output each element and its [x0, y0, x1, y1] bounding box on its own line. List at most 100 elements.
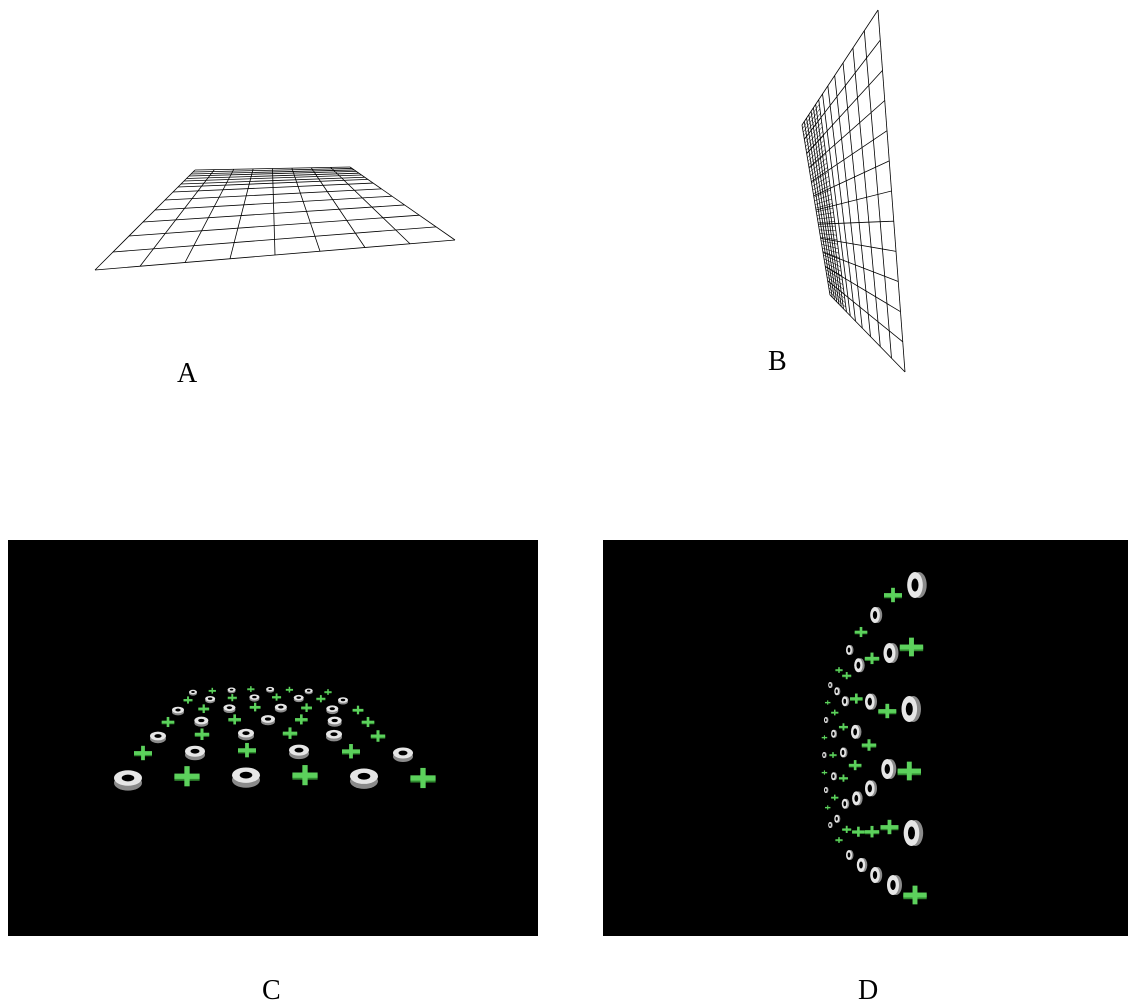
cross-object [324, 689, 331, 695]
ring-object [846, 645, 854, 655]
ring-object [887, 875, 902, 895]
ring-object [851, 725, 862, 739]
cross-object [250, 703, 261, 712]
ring-object [185, 746, 205, 761]
grid-a-col-line [292, 168, 320, 251]
cross-object [878, 704, 896, 718]
ring-object [883, 643, 898, 663]
render-d [603, 540, 1128, 936]
ring-object [854, 658, 865, 672]
grid-a [80, 150, 480, 290]
ring-object [338, 697, 348, 704]
cross-object [410, 768, 435, 788]
ring-object [828, 822, 833, 828]
cross-object [831, 710, 838, 716]
panel-b-wireframe [790, 5, 920, 380]
ring-object [261, 715, 275, 725]
ring-object [870, 607, 882, 623]
cross-object [831, 795, 838, 801]
cross-object [835, 667, 842, 673]
cross-object [822, 735, 827, 739]
cross-object [198, 704, 209, 713]
ring-object [172, 707, 184, 716]
ring-object [907, 572, 927, 598]
cross-object [865, 826, 879, 838]
grid-b-hatch-line [803, 104, 820, 128]
ring-object [232, 767, 260, 787]
grid-a-col-line [350, 167, 455, 240]
ring-object [205, 696, 215, 703]
ring-object [275, 704, 287, 713]
cross-object [825, 805, 830, 809]
cross-object [371, 730, 385, 742]
ring-object [846, 850, 854, 860]
ring-object [881, 759, 896, 779]
cross-object [842, 672, 851, 679]
cross-object [900, 638, 923, 657]
ring-object [350, 769, 378, 789]
panel-a-wireframe [80, 150, 480, 290]
ring-object [865, 780, 877, 796]
label-d: D [858, 977, 878, 1005]
ring-object [189, 690, 197, 696]
ring-object [842, 696, 850, 706]
ring-object [831, 730, 837, 738]
cross-object [209, 688, 216, 694]
grid-b [790, 5, 920, 380]
cross-object [228, 714, 241, 724]
cross-object [295, 714, 308, 724]
panel-c-render [8, 540, 538, 936]
ring-object [901, 696, 921, 722]
label-b: B [768, 348, 787, 376]
ring-object [857, 858, 868, 872]
cross-object [825, 700, 830, 704]
ring-object [223, 704, 235, 713]
cross-object [849, 760, 862, 770]
ring-object [266, 687, 274, 693]
cross-object [247, 686, 254, 692]
ring-object [904, 820, 924, 846]
cross-object [852, 827, 865, 837]
label-c: C [262, 977, 281, 1005]
cross-object [839, 775, 848, 782]
ring-object [842, 799, 850, 809]
panel-d-render [603, 540, 1128, 936]
ring-object [852, 791, 863, 805]
cross-object [283, 727, 297, 739]
cross-object [272, 693, 281, 700]
ring-object [328, 717, 342, 727]
grid-b-hatch-line [802, 100, 819, 125]
cross-object [195, 728, 209, 740]
cross-object [880, 820, 898, 834]
cross-object [862, 739, 876, 751]
ring-object [824, 717, 829, 723]
ring-object [326, 705, 338, 714]
label-a: A [177, 360, 197, 388]
cross-object [238, 743, 256, 757]
cross-object [850, 694, 863, 704]
cross-object [184, 696, 193, 703]
cross-object [855, 627, 868, 637]
grid-b-row-line [823, 253, 898, 282]
cross-object [353, 706, 364, 715]
render-c [8, 540, 538, 936]
cross-object [839, 723, 848, 730]
cross-object [286, 687, 293, 693]
cross-object [884, 588, 902, 602]
ring-object [228, 687, 236, 693]
cross-object [228, 694, 237, 701]
cross-object [292, 765, 317, 785]
grid-b-row-line [821, 238, 896, 251]
grid-a-col-line [273, 169, 276, 256]
cross-object [134, 746, 152, 760]
cross-object [842, 826, 851, 833]
cross-object [865, 653, 879, 665]
ring-object [824, 787, 829, 793]
ring-object [150, 732, 166, 744]
ring-object [238, 729, 254, 741]
ring-object [289, 745, 309, 760]
ring-object [822, 752, 827, 758]
cross-object [898, 762, 921, 781]
ring-object [249, 694, 259, 701]
ring-object [831, 772, 837, 780]
